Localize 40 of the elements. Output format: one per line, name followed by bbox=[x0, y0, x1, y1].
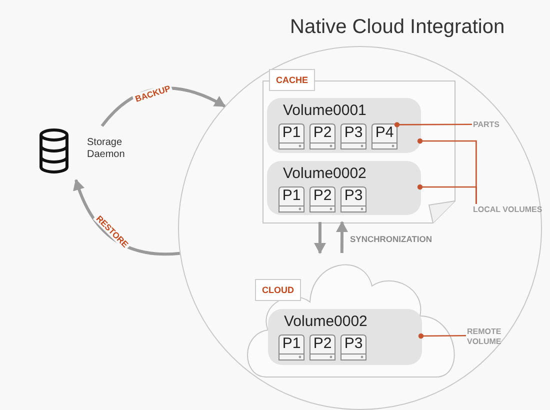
leader-line bbox=[418, 333, 466, 339]
volume-card bbox=[267, 161, 421, 215]
disk-part bbox=[309, 334, 336, 361]
disk-part bbox=[278, 334, 305, 361]
disk-part bbox=[340, 186, 367, 213]
leader-line bbox=[394, 122, 472, 128]
part-label: P2 bbox=[312, 124, 333, 141]
disk-part bbox=[278, 123, 305, 150]
part-label: P2 bbox=[312, 335, 333, 352]
disk-part bbox=[278, 186, 305, 213]
volume-name: Volume0002 bbox=[284, 313, 368, 330]
part-label: P4 bbox=[374, 124, 395, 141]
arrow bbox=[314, 222, 326, 254]
disk-part bbox=[309, 123, 336, 150]
disk-part bbox=[340, 334, 367, 361]
volume-name: Volume0002 bbox=[283, 165, 366, 182]
volume-name: Volume0001 bbox=[283, 102, 366, 119]
volume-card bbox=[268, 309, 422, 365]
diagram-title: Native Cloud Integration bbox=[290, 16, 505, 39]
arrow bbox=[74, 179, 180, 256]
disk-part bbox=[340, 123, 367, 150]
section-tag: CACHE bbox=[269, 69, 316, 91]
part-label: P3 bbox=[343, 335, 364, 352]
leader-line bbox=[417, 184, 477, 204]
callout-label: LOCAL VOLUMES bbox=[473, 205, 542, 215]
arrow bbox=[336, 221, 348, 254]
part-label: P3 bbox=[343, 124, 364, 141]
callout-label: REMOTE VOLUME bbox=[467, 327, 502, 347]
callout-label: PARTS bbox=[473, 120, 500, 130]
part-label: P2 bbox=[312, 187, 333, 204]
part-label: P1 bbox=[281, 335, 302, 352]
edge-label: SYNCHRONIZATION bbox=[348, 234, 434, 244]
part-label: P3 bbox=[343, 187, 364, 204]
part-label: P1 bbox=[281, 124, 302, 141]
disk-part bbox=[371, 123, 398, 150]
disk-part bbox=[309, 186, 336, 213]
part-label: P1 bbox=[281, 187, 302, 204]
section-tag: CLOUD bbox=[255, 279, 301, 301]
node-label: Storage Daemon bbox=[87, 137, 126, 161]
volume-card bbox=[267, 98, 421, 153]
